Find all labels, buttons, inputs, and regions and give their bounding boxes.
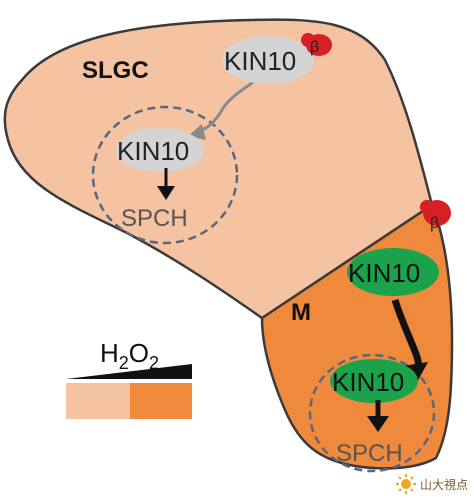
kin10-m-membrane xyxy=(347,248,439,296)
kin10-slgc-membrane-label: KIN10 xyxy=(224,46,296,76)
m-nucleus xyxy=(308,353,436,473)
spch-m-label: SPCH xyxy=(336,440,403,467)
beta-subunit-top-lobe xyxy=(301,33,315,47)
h2o2-label: H2O2 xyxy=(100,338,159,373)
kin10-m-nucleus-label: KIN10 xyxy=(332,367,404,397)
kin10-slgc-nucleus-label: KIN10 xyxy=(117,136,189,166)
watermark-text: 山大視点 xyxy=(419,477,468,492)
kin10-slgc-nucleus xyxy=(116,128,204,172)
m-translocation-arrowhead xyxy=(403,362,428,384)
beta-label-mid: β xyxy=(430,215,439,232)
watermark: 山大視点 xyxy=(395,473,468,495)
beta-label-top: β xyxy=(310,39,319,56)
h2o2-high-swatch xyxy=(130,383,192,419)
m-label: M xyxy=(291,299,311,326)
h2o2-legend: H2O2 xyxy=(66,338,192,419)
kin10-m-membrane-label: KIN10 xyxy=(348,258,420,288)
spch-slgc-label: SPCH xyxy=(121,205,188,232)
slgc-cell xyxy=(3,18,434,320)
sun-logo-icon xyxy=(395,474,416,494)
slgc-nucleus xyxy=(91,105,239,245)
m-kin10-to-spch-arrowhead xyxy=(367,416,389,432)
h2o2-low-swatch xyxy=(66,383,130,419)
slgc-translocation-arrow xyxy=(197,70,269,134)
beta-subunit-mid-lobe xyxy=(420,200,434,214)
slgc-label: SLGC xyxy=(82,57,149,84)
h2o2-gradient-wedge xyxy=(66,364,192,379)
kin10-m-nucleus xyxy=(330,359,418,403)
slgc-kin10-to-spch-arrowhead xyxy=(157,186,175,200)
kin10-slgc-membrane xyxy=(222,36,314,84)
